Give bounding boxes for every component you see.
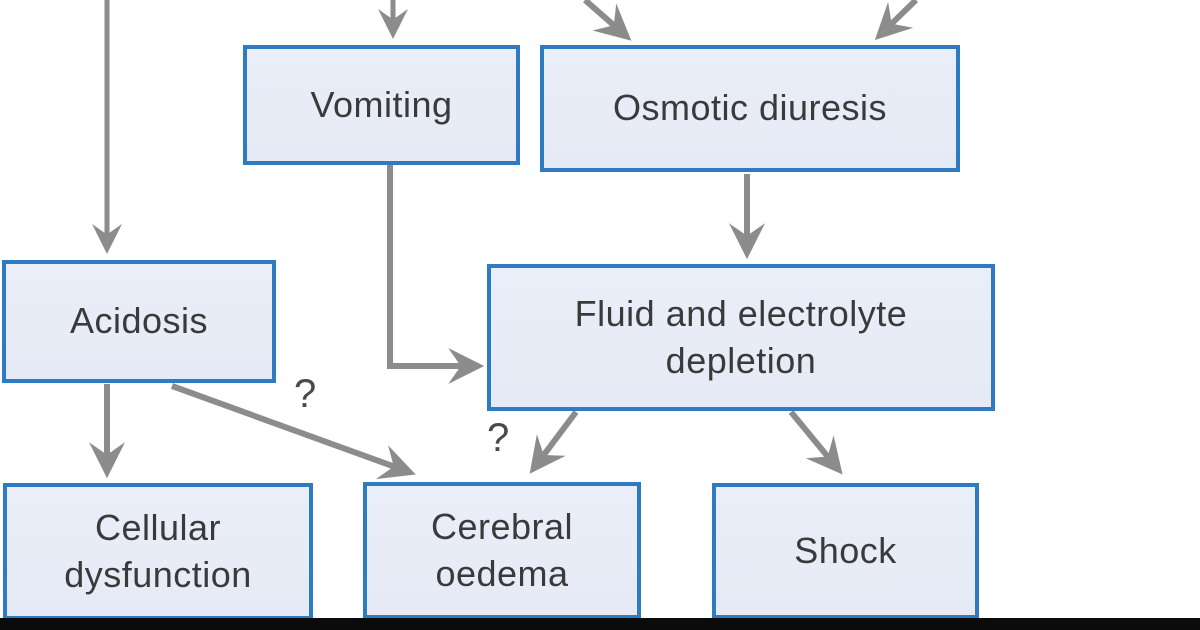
node-fluid-electrolyte-depletion-label: Fluid and electrolyte depletion — [574, 293, 908, 381]
arrow-fluid-depletion-to-shock — [788, 410, 843, 475]
node-shock: Shock — [712, 483, 979, 619]
node-acidosis: Acidosis — [2, 260, 276, 383]
node-fluid-electrolyte-depletion: Fluid and electrolyte depletion — [487, 264, 995, 411]
arrow-topright-to-osmotic-diuresis — [874, 0, 919, 41]
node-cerebral-oedema-label: Cerebral oedema — [430, 506, 574, 594]
bottom-letterbox-bar — [0, 618, 1200, 630]
node-vomiting-label: Vomiting — [310, 83, 453, 125]
arrow-vomiting-to-fluid-depletion — [387, 165, 485, 384]
node-osmotic-diuresis-label: Osmotic diuresis — [612, 87, 888, 129]
node-acidosis-label: Acidosis — [69, 300, 209, 342]
arrow-acidosis-to-cerebral-oedema — [170, 383, 416, 480]
node-cellular-dysfunction-label: Cellular dysfunction — [64, 507, 252, 595]
uncertainty-label-acidosis-cerebral: ? — [294, 372, 317, 416]
node-shock-label: Shock — [794, 529, 897, 571]
node-cellular-dysfunction: Cellular dysfunction — [3, 483, 313, 620]
arrow-fluid-depletion-to-cerebral-oedema — [529, 410, 579, 474]
node-osmotic-diuresis: Osmotic diuresis — [540, 45, 960, 172]
node-vomiting: Vomiting — [243, 45, 520, 165]
uncertainty-label-fluid-cerebral: ? — [487, 416, 510, 460]
arrow-topleft-to-osmotic-diuresis — [583, 0, 632, 41]
node-cerebral-oedema: Cerebral oedema — [363, 482, 641, 619]
